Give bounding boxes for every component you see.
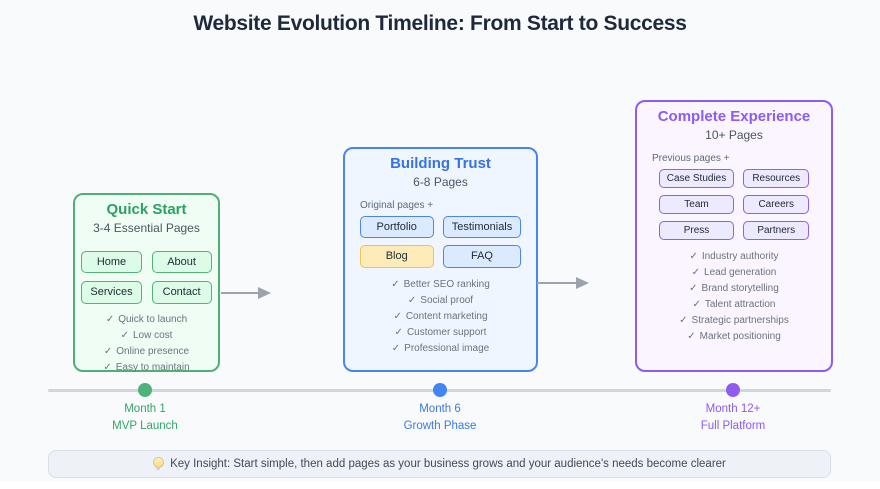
- page-chip: Portfolio: [359, 216, 434, 239]
- milestone-label-month-6: Month 6 Growth Phase: [360, 401, 520, 434]
- check-icon: ✓: [679, 315, 688, 326]
- benefit-text: Lead generation: [704, 267, 777, 278]
- check-icon: ✓: [394, 326, 403, 338]
- page-chip: About: [151, 251, 212, 274]
- page-chip-group: Case Studies Resources Team Careers Pres…: [658, 169, 810, 240]
- card-quick-start: Quick Start 3-4 Essential Pages Home Abo…: [73, 193, 220, 374]
- benefit-text: Professional image: [404, 342, 490, 354]
- benefit-text: Quick to launch: [118, 313, 188, 325]
- page-chip: Services: [81, 281, 142, 304]
- page-title: Website Evolution Timeline: From Start t…: [193, 12, 687, 35]
- card-title: Quick Start: [106, 201, 187, 218]
- card-title: Complete Experience: [657, 108, 811, 125]
- card-subtitle: 10+ Pages: [705, 128, 763, 142]
- benefit-text: Better SEO ranking: [403, 278, 490, 290]
- benefit-text: Industry authority: [701, 251, 779, 262]
- benefit-text: Talent attraction: [704, 299, 776, 310]
- milestone-label-month-1: Month 1 MVP Launch: [65, 401, 225, 434]
- milestone-phase: Growth Phase: [403, 419, 477, 432]
- benefit-text: Content marketing: [405, 310, 488, 322]
- key-insight-text: Key Insight: Start simple, then add page…: [170, 458, 726, 470]
- check-icon: ✓: [391, 278, 400, 290]
- timeline-dot-month-12: [726, 383, 740, 397]
- page-chip: Testimonials: [442, 216, 522, 239]
- check-icon: ✓: [689, 251, 698, 262]
- card-note: Original pages +: [360, 200, 434, 211]
- benefit-text: Online presence: [116, 345, 190, 357]
- benefit-item: ✓Industry authority: [679, 251, 789, 263]
- timeline-dot-month-6: [433, 383, 447, 397]
- page-chip: Press: [658, 221, 735, 240]
- benefit-item: ✓Brand storytelling: [679, 283, 789, 295]
- milestone-phase: MVP Launch: [112, 419, 178, 432]
- footer-strip: [0, 481, 880, 489]
- check-icon: ✓: [689, 283, 698, 294]
- card-subtitle: 6-8 Pages: [413, 175, 468, 189]
- benefit-item: ✓Easy to maintain: [103, 362, 189, 374]
- page-chip: Partners: [743, 221, 810, 240]
- benefit-text: Social proof: [420, 294, 474, 306]
- check-icon: ✓: [393, 310, 402, 322]
- benefit-item: ✓Market positioning: [679, 331, 789, 343]
- check-icon: ✓: [391, 342, 401, 354]
- benefit-list: ✓Industry authority ✓Lead generation ✓Br…: [679, 251, 789, 343]
- check-icon: ✓: [103, 361, 112, 373]
- benefit-text: Strategic partnerships: [691, 315, 789, 326]
- page-chip: Careers: [743, 195, 810, 214]
- benefit-text: Customer support: [406, 326, 487, 338]
- page-chip-group: Home About Services Contact: [81, 251, 212, 304]
- check-icon: ✓: [687, 331, 696, 342]
- benefit-item: ✓Low cost: [103, 330, 189, 342]
- card-building-trust: Building Trust 6-8 Pages Original pages …: [343, 147, 538, 372]
- benefit-text: Brand storytelling: [701, 283, 779, 294]
- milestone-month: Month 1: [124, 403, 166, 415]
- check-icon: ✓: [120, 329, 129, 341]
- benefit-item: ✓Customer support: [391, 327, 490, 339]
- benefit-text: Market positioning: [699, 331, 781, 342]
- page-chip: FAQ: [442, 245, 522, 268]
- page-chip-group: Portfolio Testimonials Blog FAQ: [359, 216, 522, 268]
- benefit-item: ✓Talent attraction: [679, 299, 789, 311]
- benefit-item: ✓Lead generation: [679, 267, 789, 279]
- check-icon: ✓: [691, 267, 701, 278]
- milestone-phase: Full Platform: [700, 419, 766, 432]
- milestone-label-month-12: Month 12+ Full Platform: [653, 401, 813, 434]
- benefit-item: ✓Professional image: [391, 343, 490, 355]
- benefit-text: Easy to maintain: [115, 361, 190, 373]
- page-chip: Case Studies: [658, 169, 735, 188]
- benefit-list: ✓Quick to launch ✓Low cost ✓Online prese…: [103, 314, 189, 374]
- key-insight-banner: Key Insight: Start simple, then add page…: [48, 450, 831, 478]
- milestone-month: Month 6: [419, 403, 461, 415]
- page-chip: Contact: [151, 281, 212, 304]
- page-chip: Team: [658, 195, 735, 214]
- benefit-item: ✓Strategic partnerships: [679, 315, 789, 327]
- timeline-dot-month-1: [138, 383, 152, 397]
- page-chip: Home: [81, 251, 142, 274]
- check-icon: ✓: [105, 313, 115, 325]
- card-note: Previous pages +: [652, 153, 730, 164]
- benefit-text: Low cost: [132, 329, 173, 341]
- benefit-list: ✓Better SEO ranking ✓Social proof ✓Conte…: [391, 279, 490, 355]
- milestone-month: Month 12+: [705, 403, 761, 415]
- lightbulb-icon: [153, 457, 165, 470]
- right-arrow-icon: [221, 286, 271, 299]
- benefit-item: ✓Quick to launch: [103, 314, 189, 326]
- card-complete-experience: Complete Experience 10+ Pages Previous p…: [635, 100, 833, 372]
- check-icon: ✓: [692, 299, 701, 310]
- page-chip-highlighted: Blog: [359, 245, 434, 268]
- check-icon: ✓: [407, 294, 417, 306]
- page-chip: Resources: [743, 169, 810, 188]
- card-subtitle: 3-4 Essential Pages: [93, 221, 200, 235]
- check-icon: ✓: [103, 345, 113, 357]
- benefit-item: ✓Online presence: [103, 346, 189, 358]
- right-arrow-icon: [537, 276, 589, 289]
- benefit-item: ✓Social proof: [391, 295, 490, 307]
- benefit-item: ✓Better SEO ranking: [391, 279, 490, 291]
- card-title: Building Trust: [390, 155, 491, 172]
- benefit-item: ✓Content marketing: [391, 311, 490, 323]
